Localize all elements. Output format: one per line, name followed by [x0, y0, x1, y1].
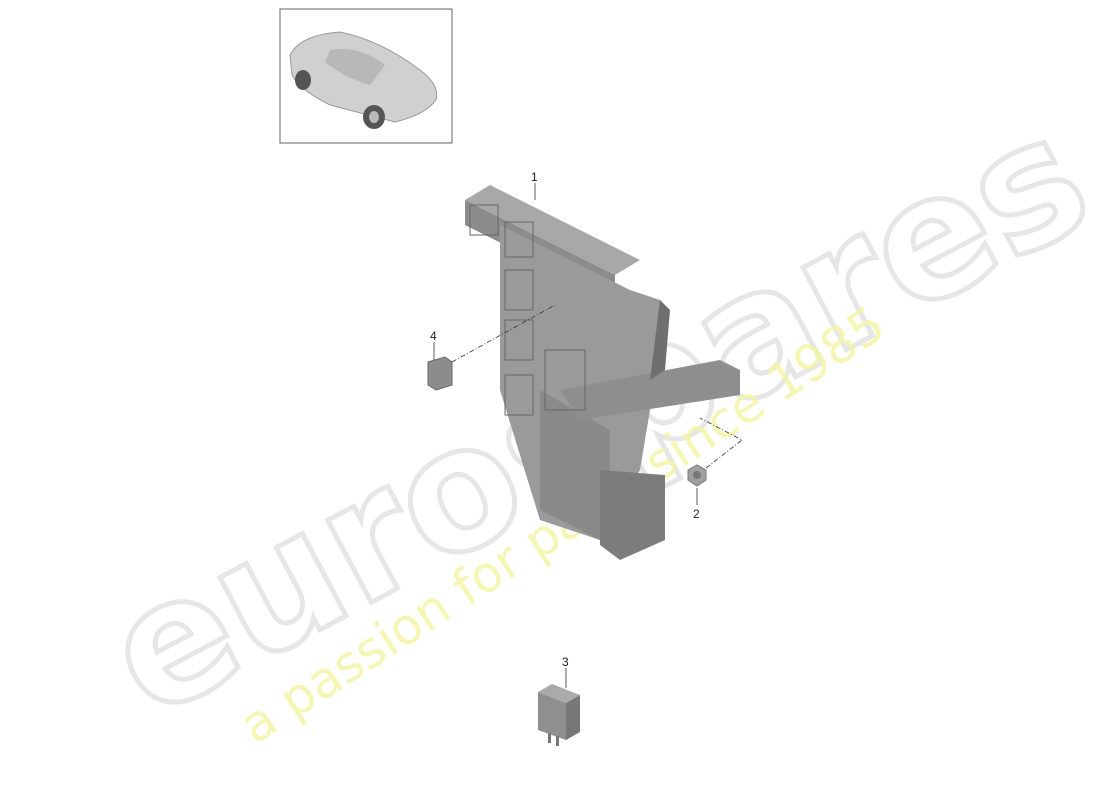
callout-2[interactable]: 2 — [693, 507, 700, 521]
callout-4[interactable]: 4 — [430, 329, 437, 343]
vehicle-thumbnail[interactable] — [279, 8, 453, 144]
part-3-relay[interactable] — [538, 684, 580, 746]
callout-1[interactable]: 1 — [531, 170, 538, 184]
part-1-fuse-box[interactable] — [400, 185, 740, 560]
leader-lines — [433, 183, 743, 688]
part-2-nut[interactable] — [687, 464, 707, 487]
callout-3[interactable]: 3 — [562, 655, 569, 669]
sports-coupe-car-icon — [289, 31, 438, 129]
part-4-fuse[interactable] — [427, 356, 453, 391]
